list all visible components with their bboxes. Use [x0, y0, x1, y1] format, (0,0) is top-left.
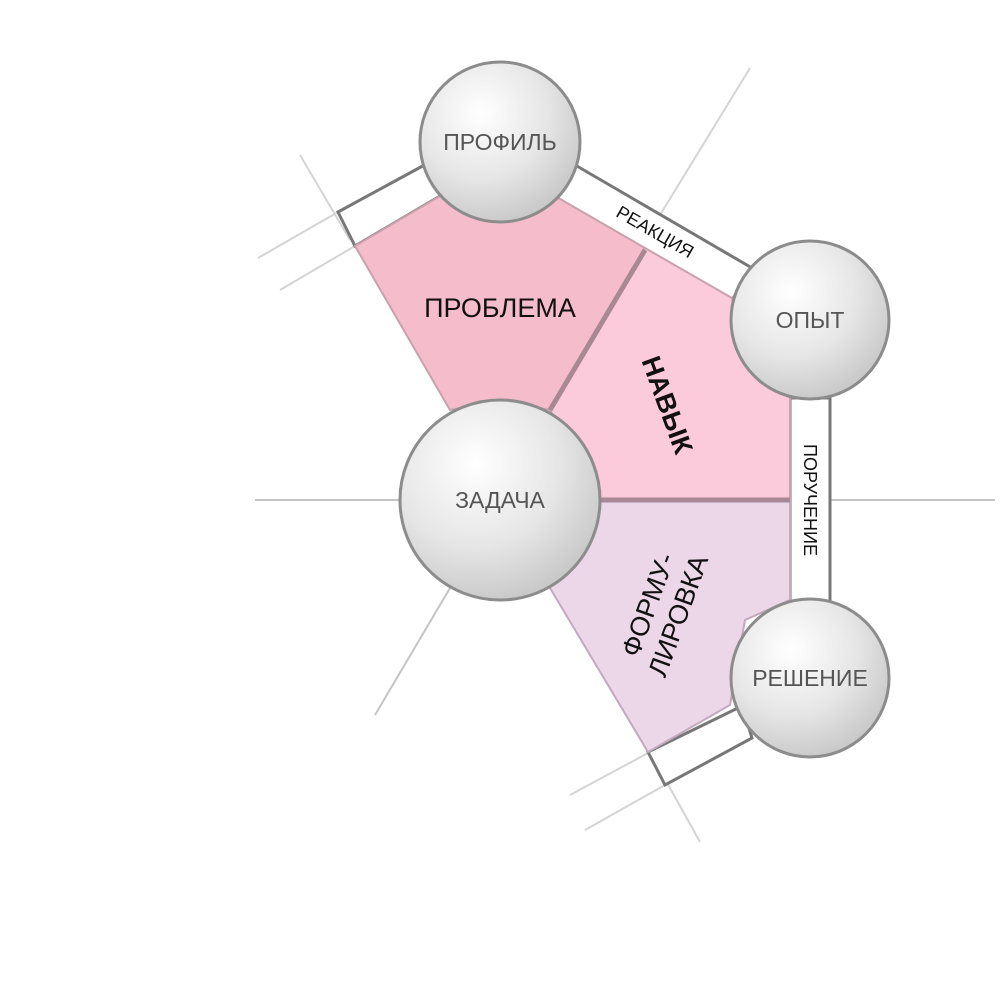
- node-task-label: ЗАДАЧА: [455, 487, 545, 513]
- node-profile[interactable]: ПРОФИЛЬ: [418, 60, 582, 224]
- node-experience-label: ОПЫТ: [776, 307, 845, 333]
- link-label-assignment: ПОРУЧЕНИЕ: [800, 444, 820, 556]
- node-experience-ball: [729, 239, 891, 401]
- node-solution-ball: [729, 597, 891, 759]
- background-rays: [255, 67, 995, 843]
- region-dividers: [547, 248, 790, 503]
- node-solution-label: РЕШЕНИЕ: [752, 665, 868, 691]
- region-label-problem: ПРОБЛЕМА: [424, 293, 576, 323]
- node-task[interactable]: ЗАДАЧА: [398, 398, 602, 602]
- node-profile-ball: [418, 60, 582, 224]
- node-profile-label: ПРОФИЛЬ: [443, 129, 556, 155]
- node-task-ball: [398, 398, 602, 602]
- node-experience[interactable]: ОПЫТ: [729, 239, 891, 401]
- band-solution-bottom: [645, 703, 754, 788]
- node-solution[interactable]: РЕШЕНИЕ: [729, 597, 891, 759]
